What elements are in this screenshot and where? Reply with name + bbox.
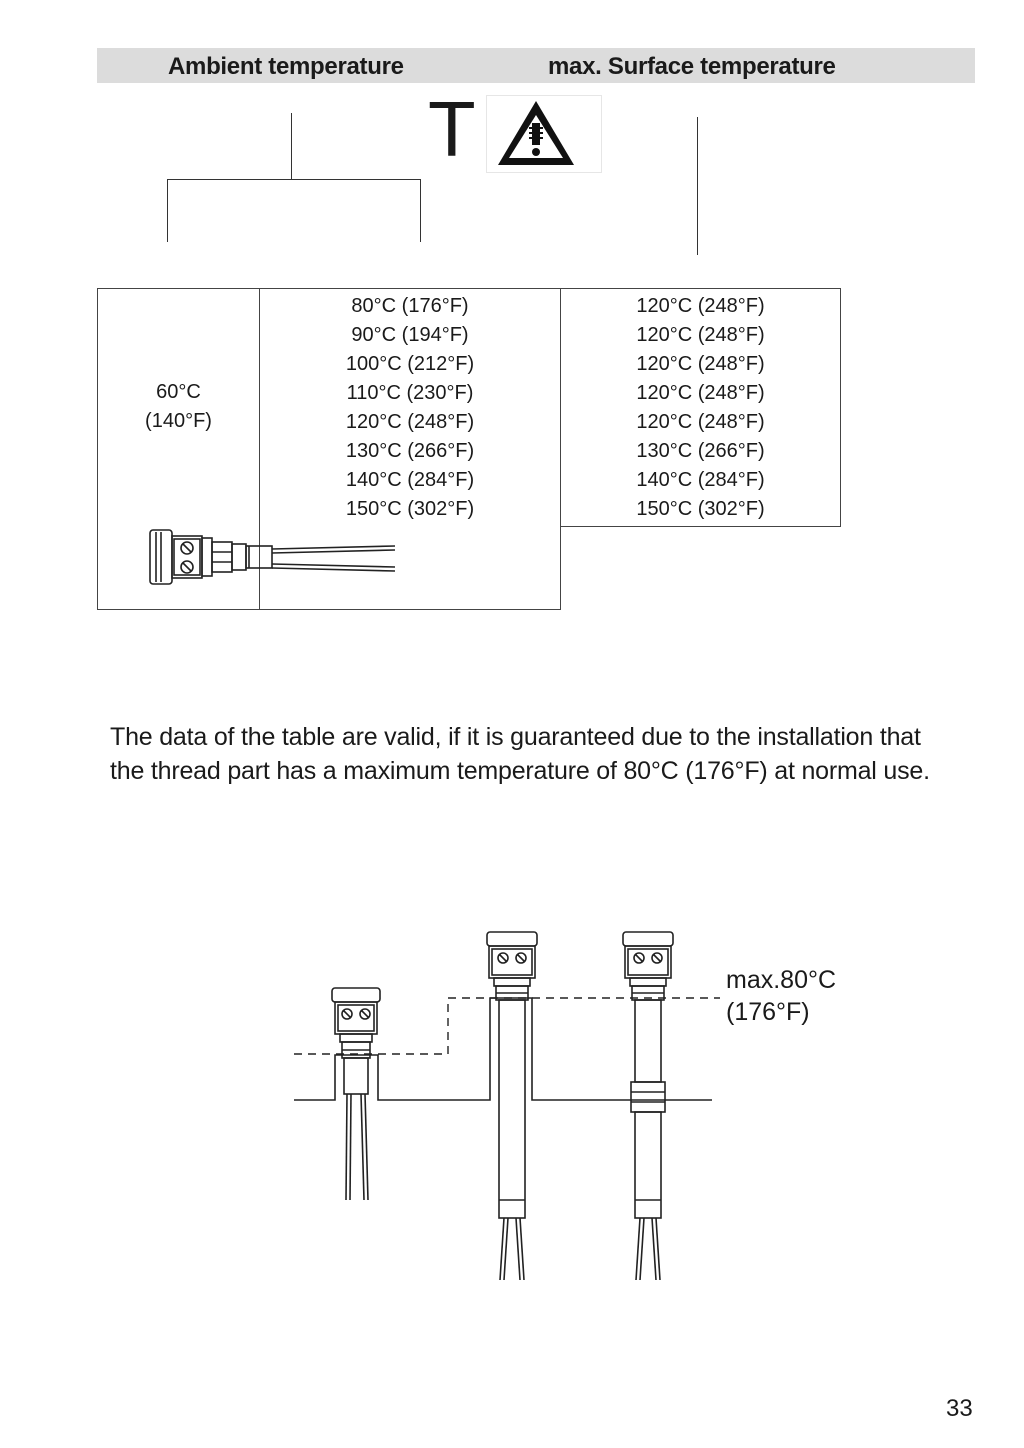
process-values: 80°C (176°F) 90°C (194°F) 100°C (212°F) … (259, 292, 561, 524)
process-temp: 100°C (212°F) (345, 353, 475, 375)
surface-temp: 130°C (266°F) (636, 440, 765, 462)
installation-diagram (294, 931, 720, 1281)
ambient-temperature-heading: Ambient temperature (168, 53, 404, 80)
bracket-stem (291, 113, 292, 179)
t-symbol: T (428, 85, 476, 173)
bracket-left (167, 179, 168, 242)
surface-column (560, 288, 841, 527)
sensor-horizontal-illustration (149, 529, 396, 585)
surface-temp: 120°C (248°F) (636, 382, 765, 404)
surface-temp: 120°C (248°F) (636, 411, 765, 433)
process-temp: 120°C (248°F) (345, 411, 475, 433)
process-temp: 130°C (266°F) (345, 440, 475, 462)
process-temp: 150°C (302°F) (345, 498, 475, 520)
process-temp: 110°C (230°F) (346, 382, 474, 404)
process-temp: 90°C (194°F) (351, 324, 469, 346)
max-temp-celsius: max.80°C (726, 966, 837, 994)
surface-temp: 150°C (302°F) (636, 498, 765, 520)
bracket-top (167, 179, 421, 180)
bracket-right (420, 179, 421, 242)
ambient-fahrenheit: (140°F) (145, 410, 212, 432)
process-temp: 80°C (176°F) (351, 295, 469, 317)
max-temp-fahrenheit: (176°F) (726, 998, 810, 1026)
max-temperature-label: max.80°C (176°F) (726, 964, 836, 1028)
ambient-celsius: 60°C (156, 381, 201, 403)
surface-temp: 120°C (248°F) (636, 324, 765, 346)
warning-triangle-icon (486, 95, 602, 173)
surface-temp: 140°C (284°F) (636, 469, 765, 491)
note-line-2: the thread part has a maximum temperatur… (110, 757, 930, 785)
surface-values: 120°C (248°F) 120°C (248°F) 120°C (248°F… (560, 292, 841, 524)
surface-pointer-line (697, 117, 698, 255)
header-bar: Ambient temperature max. Surface tempera… (97, 48, 975, 83)
surface-temp: 120°C (248°F) (636, 353, 765, 375)
surface-temp: 120°C (248°F) (636, 295, 765, 317)
validity-note: The data of the table are valid, if it i… (110, 720, 930, 788)
page-number: 33 (946, 1395, 973, 1422)
process-temp: 140°C (284°F) (345, 469, 475, 491)
ambient-value: 60°C (140°F) (97, 378, 260, 436)
note-line-1: The data of the table are valid, if it i… (110, 723, 921, 751)
surface-temperature-heading: max. Surface temperature (548, 53, 836, 80)
